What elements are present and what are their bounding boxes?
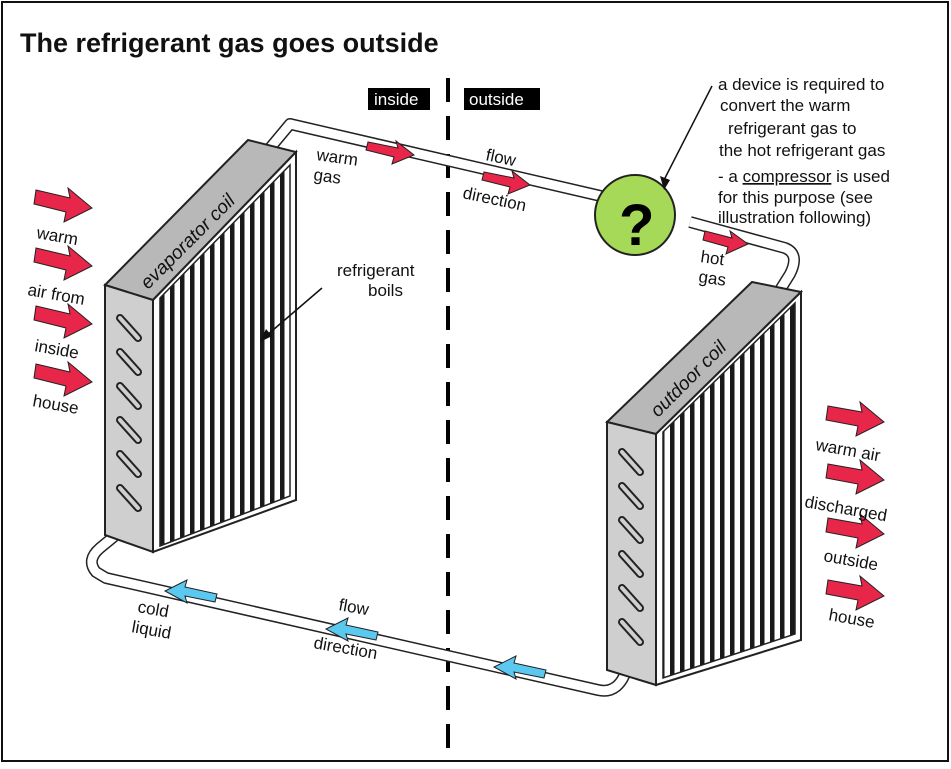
svg-text:hot: hot	[699, 247, 725, 269]
svg-text:house: house	[31, 391, 80, 418]
svg-text:flow: flow	[337, 595, 371, 619]
svg-text:a device is required to: a device is required to	[718, 75, 884, 94]
svg-text:discharged: discharged	[803, 492, 888, 525]
svg-text:outside: outside	[469, 90, 524, 109]
cold-flow-arrows	[163, 579, 547, 681]
svg-text:house: house	[827, 605, 876, 632]
svg-text:gas: gas	[312, 165, 342, 188]
svg-text:refrigerant gas to: refrigerant gas to	[728, 119, 857, 138]
outside-tag: outside	[464, 88, 540, 110]
svg-text:warm air: warm air	[813, 435, 882, 465]
svg-text:convert the warm: convert the warm	[720, 96, 850, 115]
hot-pipe-arrow-2	[481, 169, 531, 195]
evaporator-coil: evaporator coil	[103, 138, 298, 554]
left-air-arrows	[33, 186, 93, 397]
hot-pipe-arrow-1	[365, 139, 415, 165]
hot-gas-label: hot gas	[697, 247, 727, 290]
refrigerant-boils-label: refrigerant boils	[337, 261, 415, 300]
left-air-arrow-3	[33, 302, 93, 339]
compressor-unknown-device: ?	[594, 174, 676, 258]
cold-pipe-arrow-2	[324, 617, 379, 643]
svg-text:the hot refrigerant gas: the hot refrigerant gas	[719, 141, 885, 160]
outdoor-coil: outdoor coil	[605, 280, 804, 687]
boils-pointer-arrow	[260, 287, 323, 342]
question-mark-icon: ?	[619, 193, 654, 258]
svg-text:illustration following): illustration following)	[718, 208, 871, 227]
svg-text:for this purpose (see: for this purpose (see	[718, 188, 873, 207]
right-air-arrow-2	[825, 458, 885, 495]
warm-gas-label: warm gas	[312, 145, 359, 188]
svg-text:boils: boils	[368, 281, 403, 300]
right-air-arrow-1	[825, 400, 885, 437]
svg-text:outside: outside	[822, 546, 879, 574]
bottom-pipe	[85, 525, 634, 697]
right-air-arrow-4	[825, 574, 885, 611]
inside-tag: inside	[368, 88, 430, 110]
right-air-arrows	[825, 400, 885, 611]
hot-pipe-arrow-3	[702, 229, 749, 255]
left-air-arrow-4	[33, 360, 93, 397]
cold-pipe-arrow-3	[163, 579, 218, 605]
left-air-arrow-1	[33, 186, 93, 223]
compressor-keyword: compressor	[743, 167, 832, 186]
svg-text:air from: air from	[26, 280, 86, 309]
svg-text:gas: gas	[697, 267, 727, 290]
top-pipe	[265, 118, 800, 294]
right-air-arrow-3	[825, 512, 885, 549]
cold-pipe-arrow-1	[492, 655, 547, 681]
svg-text:warm: warm	[34, 223, 79, 249]
outdoor-coil-fins	[662, 301, 796, 680]
hot-flow-arrows	[365, 139, 749, 255]
left-air-arrow-2	[33, 244, 93, 281]
diagram-title: The refrigerant gas goes outside	[20, 28, 439, 58]
svg-text:inside: inside	[374, 90, 418, 109]
svg-text:refrigerant: refrigerant	[337, 261, 415, 280]
evaporator-coil-fins	[159, 163, 291, 548]
note-pointer-arrow	[660, 85, 713, 190]
cold-liquid-label: cold liquid	[130, 597, 172, 643]
compressor-note: a device is required to convert the warm…	[718, 75, 890, 227]
svg-text:- a compressor is used: - a compressor is used	[718, 167, 890, 186]
svg-text:inside: inside	[33, 336, 80, 362]
